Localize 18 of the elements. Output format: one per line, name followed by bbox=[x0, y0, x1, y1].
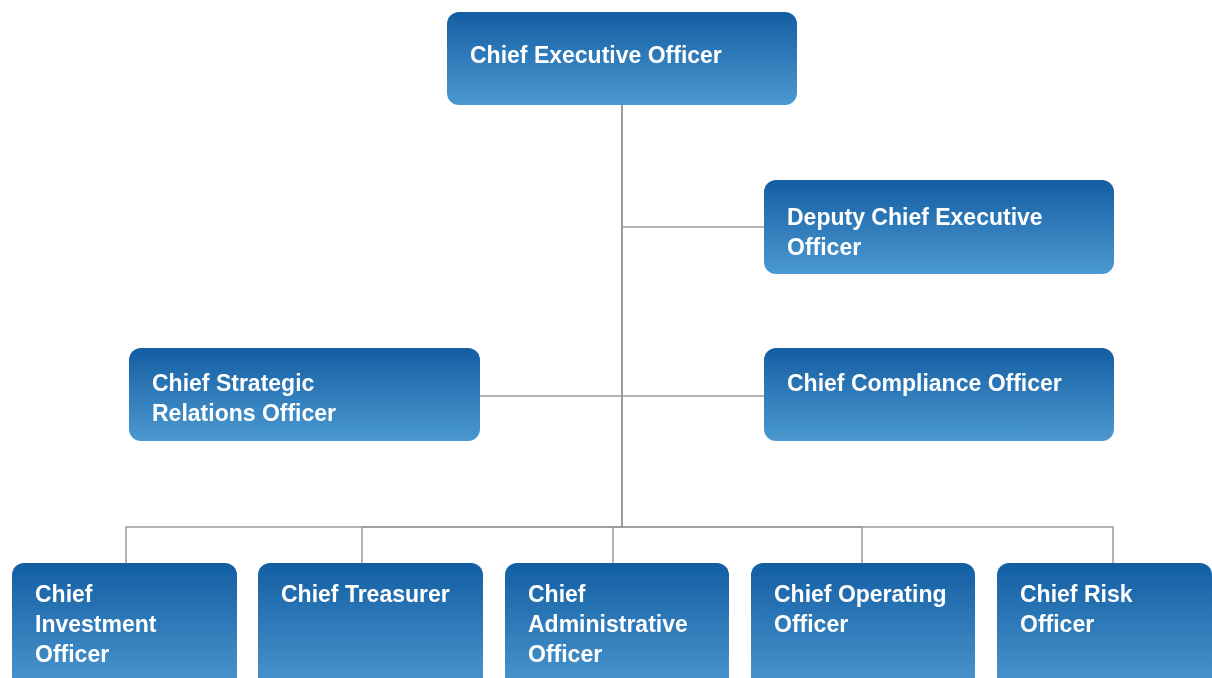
role-title: Deputy Chief Executive Officer bbox=[787, 203, 1044, 262]
role-box bbox=[764, 348, 1114, 441]
role-title: Chief Investment Officer bbox=[35, 580, 158, 669]
role-box bbox=[12, 563, 237, 678]
role-title: Chief Strategic Relations Officer bbox=[152, 369, 338, 428]
role-box bbox=[447, 12, 797, 105]
role-box bbox=[751, 563, 975, 678]
role-title: Chief Treasurer bbox=[281, 580, 450, 609]
role-box bbox=[764, 180, 1114, 274]
role-box bbox=[258, 563, 483, 678]
role-title: Chief Executive Officer bbox=[470, 41, 722, 70]
role-box bbox=[997, 563, 1212, 678]
role-title: Chief Compliance Officer bbox=[787, 369, 1062, 398]
role-box bbox=[505, 563, 729, 678]
role-title: Chief Administrative Officer bbox=[528, 580, 689, 669]
role-box bbox=[129, 348, 480, 441]
role-title: Chief Risk Officer bbox=[1020, 580, 1134, 639]
role-title: Chief Operating Officer bbox=[774, 580, 948, 639]
